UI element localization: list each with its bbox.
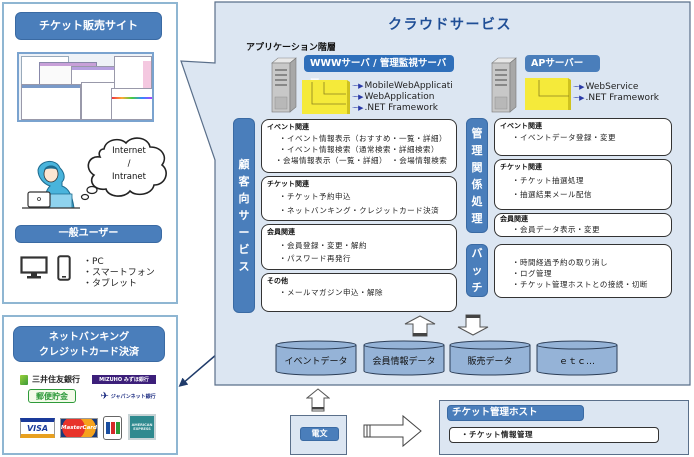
customer-event-box: イベント関連 ・イベント情報表示（おすすめ・一覧・詳細） ・イベント情報検索（通… [261, 119, 457, 173]
mizuho-logo: MIZUHO みずほ銀行 [92, 375, 156, 384]
postal-savings-logo: 郵便貯金 [28, 389, 76, 403]
amex-logo: AMERICAN EXPRESS [128, 414, 156, 440]
arrow-up-to-cloud-icon [306, 388, 330, 412]
service-item: ・イベント情報検索（通常検索・詳細検索） [279, 145, 439, 154]
group-heading: チケット関連 [500, 163, 542, 171]
device-item: ・タブレット [83, 279, 138, 289]
batch-box: ・時間経過予約の取り消し ・ログ管理 ・チケット管理ホストとの接続・切断 [494, 244, 672, 298]
framework-item: ·····▶WebApplication [352, 92, 435, 102]
ap-framework-stack-icon [525, 78, 571, 110]
admin-ticket-box: チケット関連 ・チケット抽選処理 ・抽選結果メール配信 [494, 159, 672, 210]
admin-item: ・会員データ表示・変更 [512, 225, 600, 234]
service-item: ・会場情報表示（一覧・詳細） ・会場情報検索 [275, 156, 448, 165]
admin-item: ・イベントデータ登録・変更 [512, 133, 616, 142]
japannet-bank-logo: ✈ジャパンネット銀行 [100, 390, 156, 402]
database-label: 会員情報データ [372, 357, 436, 367]
group-heading: 会員関連 [500, 215, 528, 223]
database-cylinder: 販売データ [449, 340, 531, 376]
database-label: ｅｔｃ… [558, 357, 595, 367]
internet-text: Internet [112, 146, 146, 156]
mastercard-logo: MasterCard [60, 418, 98, 438]
group-heading: 会員関連 [267, 228, 295, 236]
site-screenshots-image [17, 52, 154, 122]
internet-label: Internet / Intranet [100, 145, 158, 184]
arrow-down-icon [457, 314, 489, 336]
customer-ticket-box: チケット関連 ・チケット予約申込 ・ネットバンキング・クレジットカード決済 [261, 176, 457, 221]
application-layer-label: アプリケーション階層 [246, 43, 336, 53]
admin-processing-label: 管 理 関 係 処 理 [466, 118, 488, 233]
ap-server-icon [491, 57, 517, 113]
slash-text: / [127, 159, 131, 169]
ticket-host-item: ・チケット情報管理 [461, 430, 533, 439]
message-label: 電文 [300, 427, 339, 441]
group-heading: その他 [267, 277, 288, 285]
service-item: ・パスワード再発行 [279, 254, 351, 263]
user-with-laptop-icon [22, 161, 80, 209]
monitor-icon [20, 256, 48, 279]
ticket-host-title: チケット管理ホスト [447, 405, 584, 421]
database-cylinder: ｅｔｃ… [536, 340, 618, 376]
admin-member-box: 会員関連 ・会員データ表示・変更 [494, 213, 672, 237]
database-label: イベントデータ [284, 357, 348, 367]
device-item: ・PC [83, 257, 104, 267]
database-icon [275, 340, 357, 376]
general-user-title: 一般ユーザー [15, 225, 162, 243]
batch-item: ・時間経過予約の取り消し [512, 258, 608, 267]
service-item: ・ネットバンキング・クレジットカード決済 [279, 206, 440, 215]
customer-member-box: 会員関連 ・会員登録・変更・解約 ・パスワード再発行 [261, 224, 457, 270]
arrow-up-icon [404, 315, 436, 337]
service-item: ・メールマガジン申込・解除 [279, 288, 383, 297]
service-item: ・チケット予約申込 [279, 192, 351, 201]
www-server-title: WWWサーバ / 管理監視サーバー [304, 55, 454, 86]
ticket-site-title: チケット販売サイト [15, 12, 162, 40]
group-heading: チケット関連 [267, 180, 309, 188]
batch-item: ・チケット管理ホストとの接続・切断 [512, 280, 648, 289]
database-cylinder: イベントデータ [275, 340, 357, 376]
thought-bubble-dots [80, 185, 98, 201]
admin-item: ・チケット抽選処理 [512, 176, 584, 185]
batch-item: ・ログ管理 [512, 269, 552, 278]
www-server-icon [271, 57, 297, 113]
admin-item: ・抽選結果メール配信 [512, 190, 592, 199]
database-icon [536, 340, 618, 376]
payment-title: ネットバンキング クレジットカード決済 [13, 326, 165, 362]
ap-framework-list: ·····▶WebService ·····▶.NET Framework [573, 82, 659, 104]
smartphone-icon [57, 255, 71, 281]
framework-item: ·····▶.NET Framework [352, 103, 438, 113]
jcb-logo [103, 416, 122, 440]
customer-other-box: その他 ・メールマガジン申込・解除 [261, 273, 457, 312]
payment-title-line2: クレジットカード決済 [39, 347, 139, 358]
arrow-right-icon [363, 414, 422, 448]
batch-label: バ ッ チ [466, 244, 488, 297]
customer-services-label: 顧 客 向 サ ー ビ ス [233, 118, 255, 313]
payment-title-line1: ネットバンキング [48, 332, 130, 343]
intranet-text: Intranet [112, 172, 146, 182]
database-icon [363, 340, 445, 376]
smbc-logo: 三井住友銀行 [20, 373, 80, 386]
ap-server-title: APサーバー [525, 55, 600, 72]
visa-logo: VISA [20, 418, 55, 438]
device-list: ・PC ・スマートフォン ・タブレット [83, 257, 155, 290]
device-item: ・スマートフォン [83, 268, 155, 278]
internet-cloud-icon [87, 137, 167, 197]
database-icon [449, 340, 531, 376]
framework-item: ·····▶WebService [573, 82, 639, 92]
ticket-host-item-box: ・チケット情報管理 [449, 427, 659, 443]
cloud-service-title: クラウドサービス [388, 17, 512, 33]
database-label: 販売データ [467, 357, 513, 367]
framework-item: ·····▶.NET Framework [573, 93, 659, 103]
group-heading: イベント関連 [500, 122, 542, 130]
www-framework-stack-icon [302, 80, 350, 114]
service-item: ・イベント情報表示（おすすめ・一覧・詳細） [279, 134, 447, 143]
database-cylinder: 会員情報データ [363, 340, 445, 376]
framework-item: ·····▶MobileWebApplicati [352, 81, 453, 91]
www-framework-list: ·····▶MobileWebApplicati ·····▶WebApplic… [352, 81, 453, 114]
group-heading: イベント関連 [267, 123, 309, 131]
service-item: ・会員登録・変更・解約 [279, 241, 367, 250]
admin-event-box: イベント関連 ・イベントデータ登録・変更 [494, 118, 672, 156]
